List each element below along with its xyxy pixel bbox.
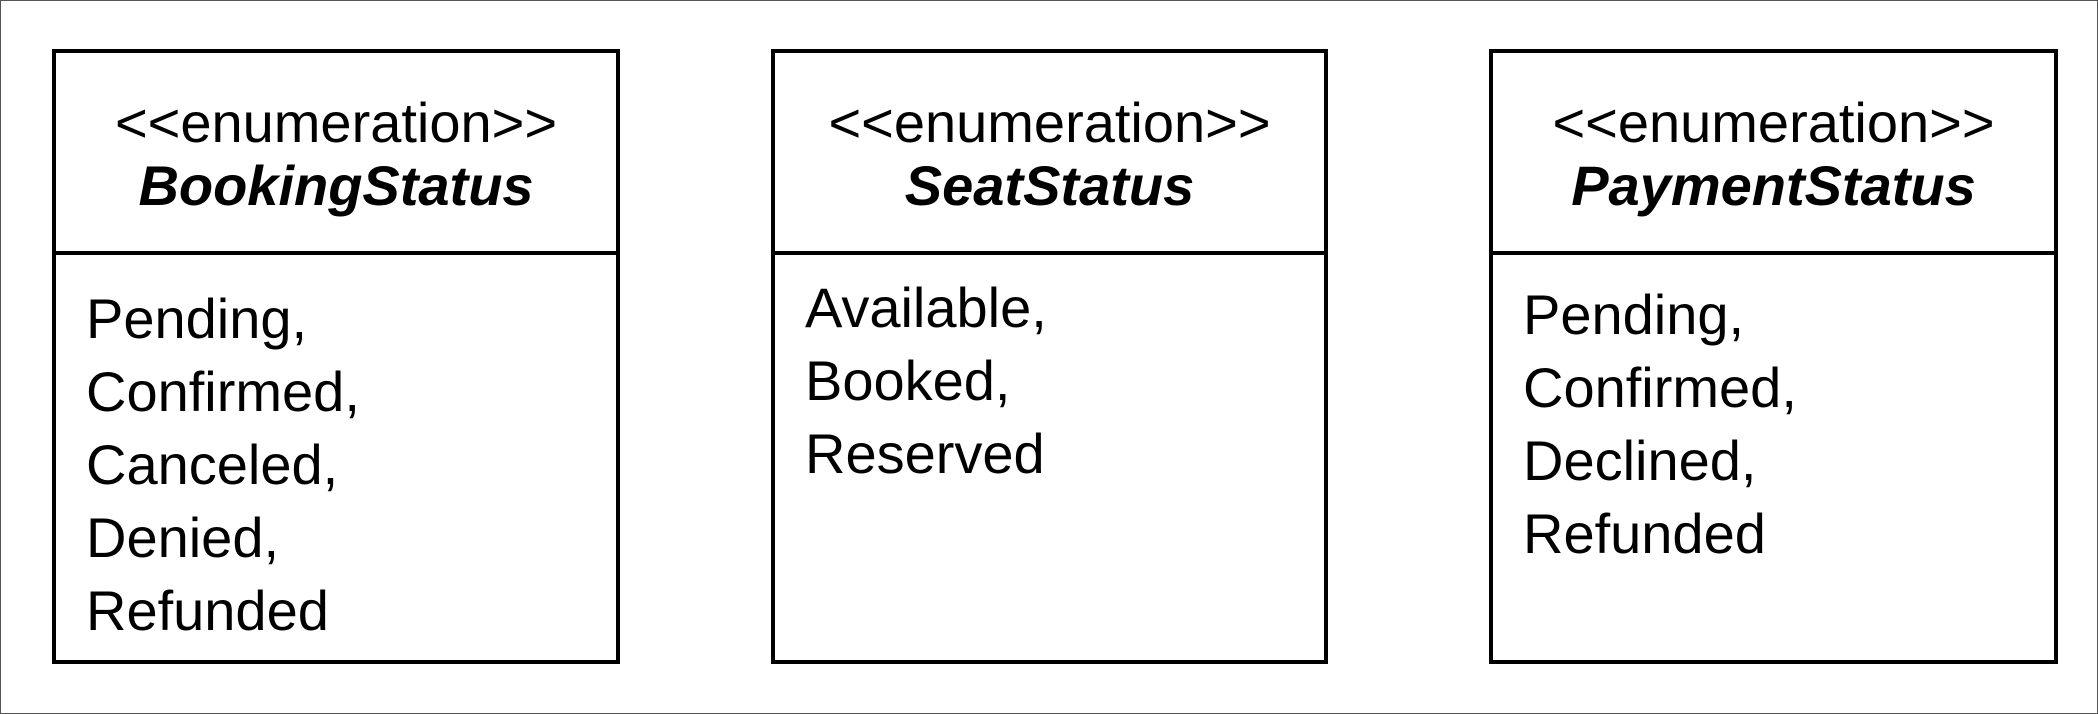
enum-stereotype: <<enumeration>>	[1552, 91, 1995, 154]
enum-header: <<enumeration>> BookingStatus	[56, 53, 616, 255]
enum-name: PaymentStatus	[1571, 154, 1976, 217]
enum-payment-status: <<enumeration>> PaymentStatus Pending, C…	[1489, 49, 2058, 664]
enum-value: Confirmed,	[1523, 356, 1797, 419]
enum-value: Booked,	[805, 349, 1011, 412]
enum-booking-status: <<enumeration>> BookingStatus Pending, C…	[52, 49, 620, 664]
enum-values-list: Pending, Confirmed, Declined, Refunded	[1493, 255, 2054, 570]
enum-name: SeatStatus	[904, 154, 1195, 217]
enum-value: Confirmed,	[86, 360, 360, 423]
enum-value: Pending,	[86, 287, 308, 350]
enum-value: Reserved	[805, 422, 1045, 485]
enum-values-list: Pending, Confirmed, Canceled, Denied, Re…	[56, 255, 616, 647]
enum-value: Available,	[805, 276, 1047, 339]
enum-value: Refunded	[86, 579, 329, 642]
enum-stereotype: <<enumeration>>	[114, 91, 558, 154]
enum-value: Refunded	[1523, 502, 1766, 565]
enum-seat-status: <<enumeration>> SeatStatus Available, Bo…	[771, 49, 1328, 664]
enum-value: Pending,	[1523, 283, 1745, 346]
enum-stereotype: <<enumeration>>	[828, 91, 1271, 154]
enum-value: Denied,	[86, 506, 280, 569]
enum-name: BookingStatus	[138, 154, 534, 217]
enum-values-list: Available, Booked, Reserved	[775, 255, 1324, 490]
enum-value: Declined,	[1523, 429, 1757, 492]
enum-header: <<enumeration>> PaymentStatus	[1493, 53, 2054, 255]
enum-header: <<enumeration>> SeatStatus	[775, 53, 1324, 255]
enum-value: Canceled,	[86, 433, 339, 496]
